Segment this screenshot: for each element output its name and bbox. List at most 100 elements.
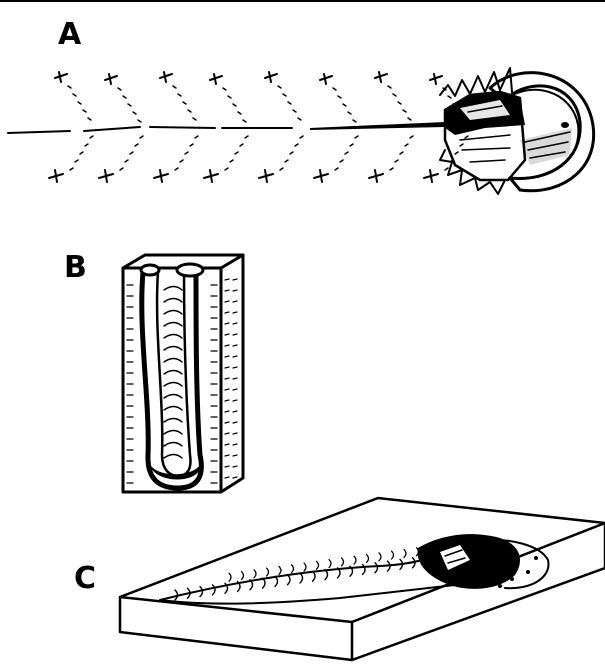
track-dot bbox=[188, 110, 191, 112]
track-dot bbox=[355, 136, 358, 138]
chevron-mark bbox=[279, 566, 281, 574]
track-mark-upper bbox=[375, 72, 387, 82]
sediment-dash bbox=[225, 290, 229, 291]
sediment-dash bbox=[233, 455, 237, 456]
track-dot bbox=[68, 86, 71, 88]
sediment-dash bbox=[225, 444, 229, 445]
track-dot bbox=[300, 136, 303, 138]
trace-fossil bbox=[160, 534, 548, 603]
sediment-dash bbox=[225, 356, 229, 357]
sediment-dash bbox=[225, 477, 229, 478]
track-dot bbox=[340, 160, 343, 162]
track-dot bbox=[388, 86, 391, 88]
sediment-dash bbox=[225, 411, 229, 412]
panel-c-label: C bbox=[74, 561, 96, 596]
track-dot bbox=[298, 118, 301, 120]
telson-spine bbox=[310, 122, 445, 130]
spreiten-laminae bbox=[164, 287, 182, 459]
track-mark-lower bbox=[154, 170, 168, 182]
track-dot bbox=[393, 94, 396, 96]
track-dot bbox=[288, 102, 291, 104]
sediment-dash bbox=[225, 345, 229, 346]
spreite-arc bbox=[164, 323, 182, 327]
track-dot bbox=[398, 102, 401, 104]
track-dot bbox=[238, 112, 241, 114]
track-dot bbox=[180, 160, 183, 162]
track-mark-lower bbox=[49, 170, 63, 182]
track-mark-upper bbox=[55, 72, 67, 82]
track-dot bbox=[283, 94, 286, 96]
sediment-dash bbox=[233, 290, 237, 291]
sediment-dash bbox=[233, 389, 237, 390]
track-dot bbox=[73, 94, 76, 96]
track-mark-upper bbox=[430, 74, 442, 84]
track-dot bbox=[75, 160, 78, 162]
chevron-mark bbox=[304, 563, 306, 571]
track-dot bbox=[353, 120, 356, 122]
spreite-arc bbox=[164, 347, 182, 351]
chevron-mark bbox=[342, 558, 344, 566]
track-dot bbox=[190, 144, 193, 146]
track-dot bbox=[118, 88, 121, 90]
track-dot bbox=[410, 136, 413, 138]
track-dot bbox=[348, 112, 351, 114]
track-mark-lower bbox=[99, 170, 113, 182]
horseshoe-crab-body bbox=[440, 68, 594, 194]
chevron-mark bbox=[313, 571, 316, 581]
spreite-arc bbox=[164, 335, 182, 339]
sediment-dash bbox=[225, 433, 229, 434]
track-dot bbox=[173, 86, 176, 88]
track-dot bbox=[295, 144, 298, 146]
panel-b: B bbox=[64, 250, 243, 492]
sediment-dash bbox=[233, 466, 237, 467]
track-dot bbox=[455, 152, 458, 154]
track-dot bbox=[138, 120, 141, 122]
track-dot bbox=[333, 88, 336, 90]
chevron-mark bbox=[275, 576, 278, 586]
track-dot bbox=[88, 118, 91, 120]
track-dot bbox=[293, 110, 296, 112]
track-dot bbox=[405, 144, 408, 146]
track-dot bbox=[233, 104, 236, 106]
track-dot bbox=[228, 96, 231, 98]
panel-b-label: B bbox=[64, 250, 87, 285]
track-dot bbox=[185, 152, 188, 154]
chevron-mark bbox=[379, 553, 381, 561]
track-dot bbox=[123, 96, 126, 98]
track-dot bbox=[343, 104, 346, 106]
chevron-mark bbox=[175, 590, 178, 600]
sediment-dash bbox=[233, 378, 237, 379]
chevron-mark bbox=[392, 551, 394, 559]
sediment-dash bbox=[233, 345, 237, 346]
track-dot bbox=[193, 118, 196, 120]
spreite-arc bbox=[164, 383, 182, 387]
track-mark-upper bbox=[105, 74, 117, 84]
spreite-arc bbox=[164, 371, 182, 375]
sediment-dash bbox=[225, 378, 229, 379]
chevron-mark bbox=[213, 585, 216, 595]
panel-a: A bbox=[8, 17, 594, 194]
track-dot bbox=[408, 118, 411, 120]
sediment-dash bbox=[225, 279, 229, 280]
spreite-arc bbox=[164, 359, 182, 363]
track-dot bbox=[183, 102, 186, 104]
track-dot bbox=[240, 144, 243, 146]
chevron-mark bbox=[288, 575, 291, 585]
sediment-dash bbox=[225, 422, 229, 423]
spreite-arc bbox=[164, 395, 182, 399]
track-dot bbox=[120, 168, 123, 170]
track-dot bbox=[78, 102, 81, 104]
track-dot bbox=[403, 110, 406, 112]
chevron-mark bbox=[300, 573, 303, 583]
trail-line bbox=[8, 122, 445, 133]
track-dot bbox=[80, 152, 83, 154]
sediment-dash bbox=[233, 279, 237, 280]
track-dot bbox=[400, 152, 403, 154]
sediment-dash bbox=[233, 444, 237, 445]
panel-c: C bbox=[74, 498, 605, 660]
track-mark-upper bbox=[265, 72, 277, 82]
spreite-arc bbox=[164, 431, 182, 435]
track-dot bbox=[350, 144, 353, 146]
sediment-dash bbox=[233, 356, 237, 357]
